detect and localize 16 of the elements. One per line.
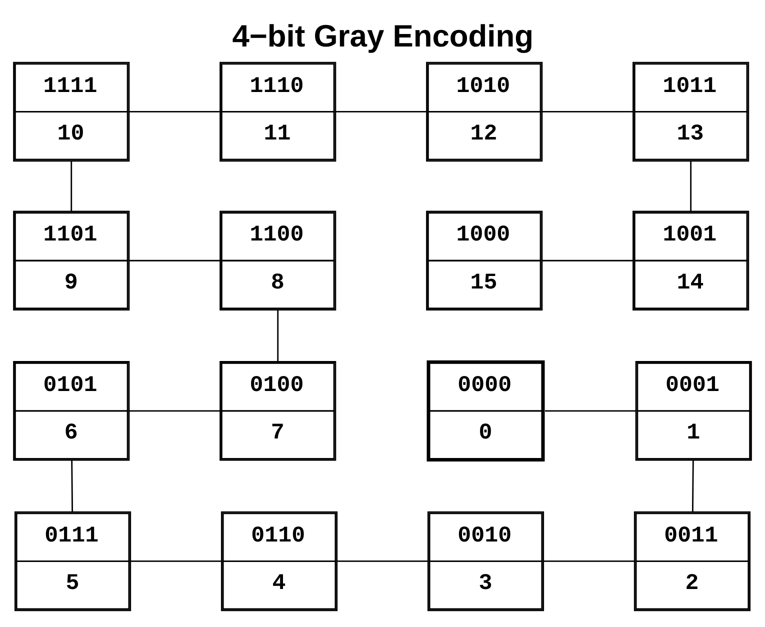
connector [129,410,220,412]
diagram-title: 4−bit Gray Encoding [232,18,534,54]
connector [542,259,633,261]
connector [277,309,279,361]
connector [542,110,633,112]
connector [71,460,74,512]
connector [129,110,220,112]
connector [543,560,634,562]
connector [545,410,636,412]
connector [130,560,222,562]
connector [336,560,428,562]
connector [690,160,692,211]
connector [129,259,220,261]
connector [70,160,72,211]
connector [336,110,426,112]
connector [692,460,694,512]
